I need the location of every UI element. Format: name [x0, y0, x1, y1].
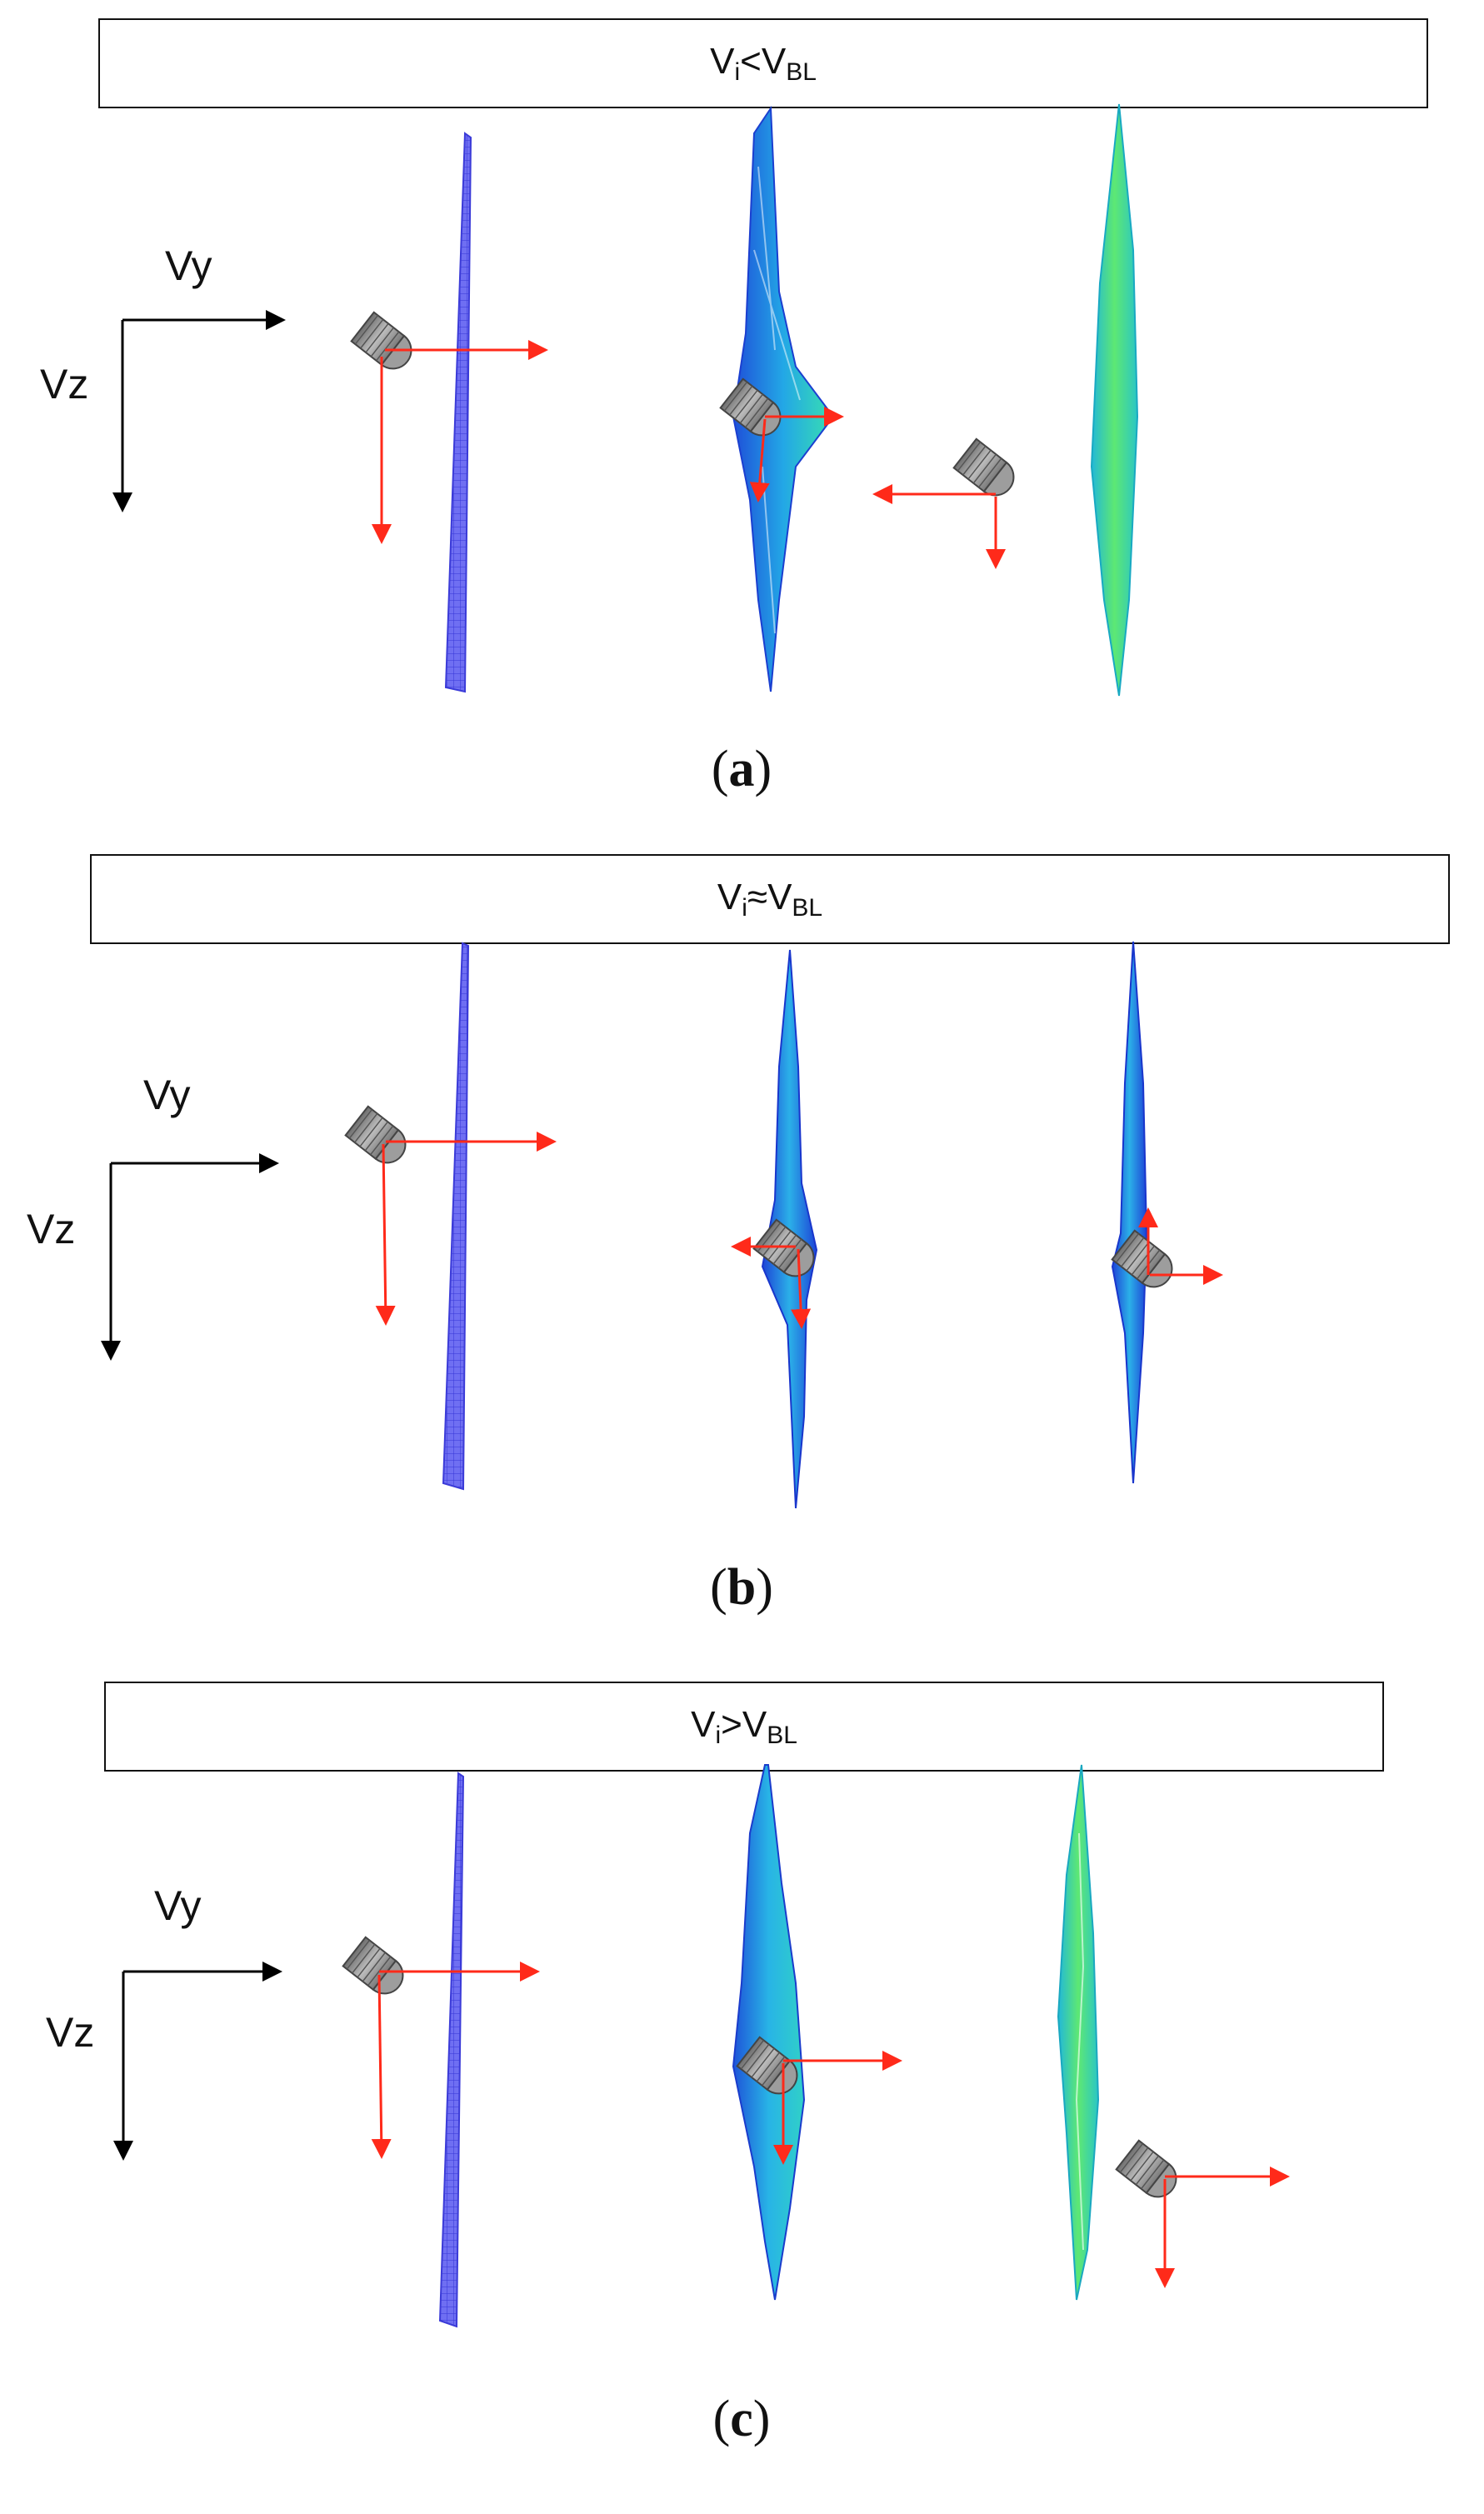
panel-c-vy-label: Vy: [154, 1882, 202, 1929]
panel-b-vy-label: Vy: [143, 1072, 191, 1118]
panel-b-title-box: Vi≈VBL: [90, 854, 1450, 944]
panel-c-projectile-1: [342, 1936, 412, 2002]
panel-a-vy-label: Vy: [165, 242, 212, 289]
panel-a-plate-undeformed: [444, 132, 472, 693]
panel-b-arrow-vz-1: [375, 1143, 396, 1326]
panel-b-title: Vi≈VBL: [717, 876, 823, 922]
panel-c-vz-label: Vz: [46, 2009, 95, 2056]
panel-b-projectile-1: [344, 1105, 414, 1172]
panel-c-caption: (c): [712, 2391, 771, 2447]
panel-c-title: Vi>VBL: [691, 1703, 797, 1749]
panel-b-plate-final: [1111, 941, 1148, 1484]
panel-c-projectile-3: [1115, 2139, 1185, 2206]
panel-a-title: Vi<VBL: [710, 40, 817, 86]
panel-c-title-box: Vi>VBL: [104, 1682, 1384, 1772]
panel-a-projectile-1: [350, 311, 420, 377]
panel-a-arrow-vz-2: [749, 418, 770, 502]
panel-b: Vi≈VBL Vy Vz (b): [0, 833, 1484, 1667]
panel-b-scene: [101, 941, 1223, 1509]
panel-b-plate-undeformed: [442, 942, 470, 1491]
panel-c-scene: [113, 1764, 1290, 2328]
panel-b-vz-label: Vz: [27, 1206, 76, 1252]
panel-a: Vi<VBL Vy Vz: [0, 0, 1484, 833]
panel-a-vz-label: Vz: [40, 361, 89, 407]
panel-c: Vi>VBL Vy Vz (c): [0, 1667, 1484, 2514]
panel-a-caption: (a): [711, 741, 772, 797]
panel-c-plate-undeformed: [438, 1772, 465, 2328]
panel-a-title-box: Vi<VBL: [98, 18, 1428, 108]
panel-a-plate-deformed: [732, 105, 835, 692]
panel-b-caption: (b): [710, 1559, 773, 1616]
panel-c-arrow-vz-1: [371, 1974, 392, 2159]
panel-c-plate-final: [1057, 1764, 1100, 2301]
panel-a-plate-final: [1090, 103, 1139, 697]
panel-b-arrow-vz-2: [791, 1248, 812, 1329]
panel-c-plate-deformed: [732, 1764, 806, 2301]
panel-a-scene: [112, 103, 1139, 697]
